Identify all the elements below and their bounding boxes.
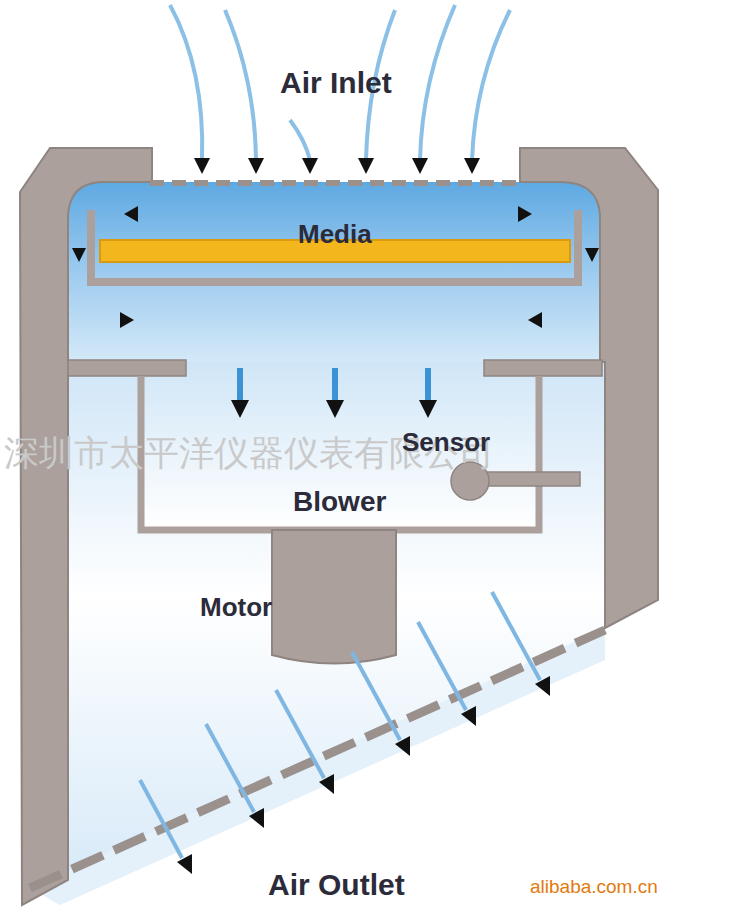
node-label: Media [298,220,372,250]
outlet-label: Air Outlet [268,868,405,903]
site-watermark: alibaba.com.cn [530,876,658,898]
motor-label: Motor [200,593,272,623]
inlet-label: Air Inlet [280,66,392,101]
media-tray: Media [92,212,578,280]
sensor-label: Sensor [402,428,490,458]
node-label: Blower [293,486,386,518]
